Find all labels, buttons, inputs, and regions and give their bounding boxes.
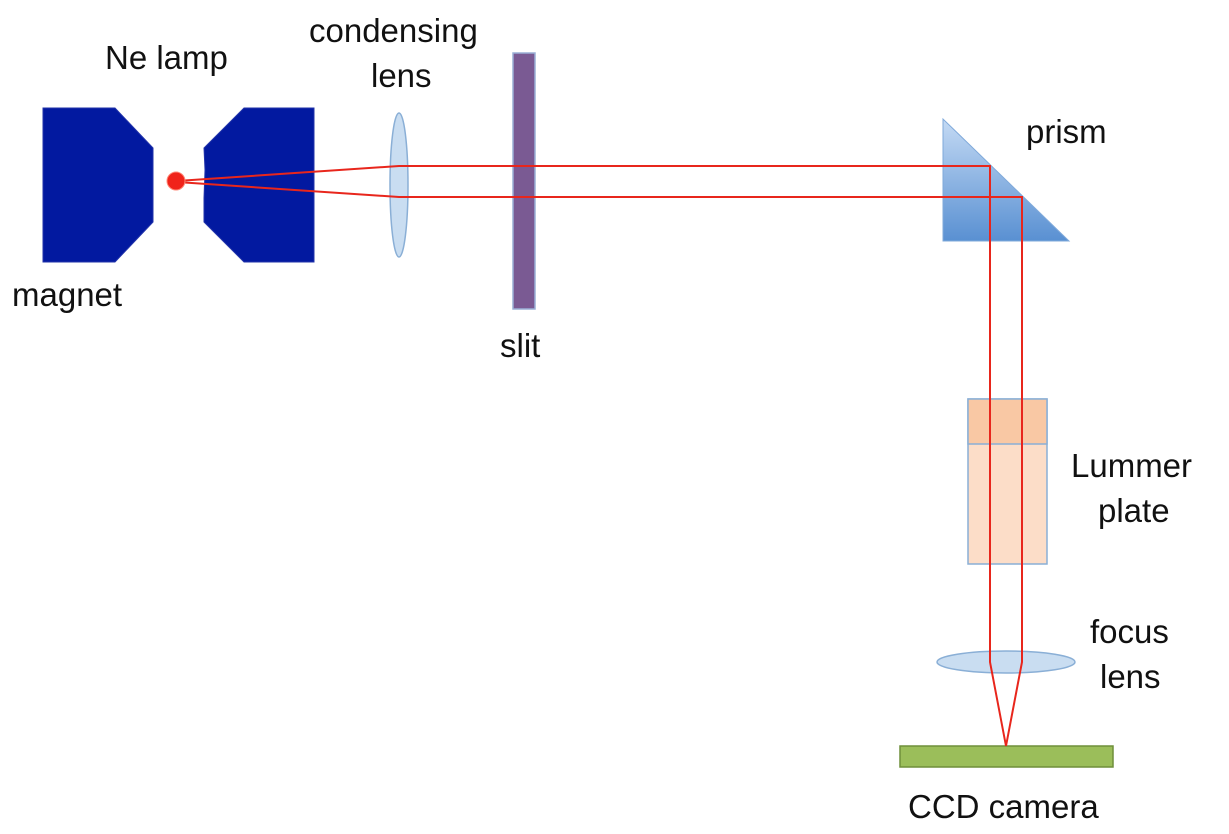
- prism: [942, 117, 1071, 242]
- lummer-plate: [967, 398, 1048, 565]
- condensing-lens: [389, 112, 409, 258]
- label-lummer: Lummer: [1071, 447, 1192, 484]
- label-lummer-plate: plate: [1098, 492, 1170, 529]
- label-condensing: condensing: [309, 12, 478, 49]
- label-focus: focus: [1090, 613, 1169, 650]
- label-prism: prism: [1026, 113, 1107, 150]
- label-condensing-lens: lens: [371, 57, 432, 94]
- label-magnet: magnet: [12, 276, 122, 313]
- focus-lens: [936, 650, 1076, 674]
- beam-upper: [176, 165, 1007, 747]
- label-slit: slit: [500, 327, 540, 364]
- ccd-camera: [899, 745, 1114, 768]
- ne-lamp: [166, 171, 186, 191]
- slit: [512, 52, 536, 310]
- beam-lower: [176, 181, 1023, 747]
- label-ne-lamp: Ne lamp: [105, 39, 228, 76]
- magnet-left-pole: [42, 107, 154, 263]
- label-focus-lens: lens: [1100, 658, 1161, 695]
- light-beam: [176, 165, 1023, 747]
- label-ccd-camera: CCD camera: [908, 788, 1099, 825]
